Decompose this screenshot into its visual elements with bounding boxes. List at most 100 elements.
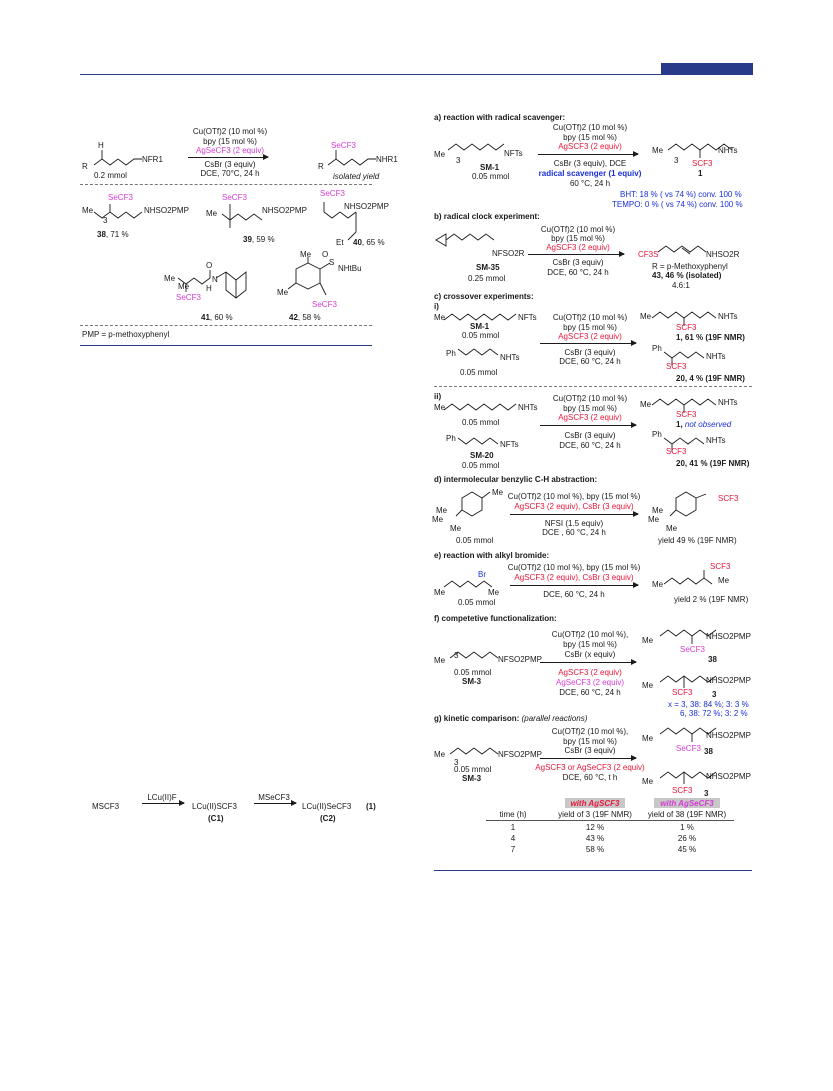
section-a-sm-me: Me (434, 150, 446, 159)
section-c-i-sm2-label: NHTs (500, 353, 520, 362)
section-c-ii-reagent-1: Cu(OTf)2 (10 mol %) (552, 394, 628, 403)
section-c-ii-reagent-3: AgSCF3 (2 equiv) (558, 413, 622, 422)
section-f-reagent-top-2: bpy (15 mol %) (563, 640, 617, 649)
section-e-product-me-2: Me (718, 576, 730, 585)
section-b-sm-structure (435, 233, 495, 247)
right-bottom-rule (434, 870, 752, 871)
section-c-i-p1-me: Me (640, 312, 652, 321)
section-c-ii-sm1-label: NHTs (518, 403, 538, 412)
eq-c2: (C2) (320, 814, 336, 823)
product-39-group: SeCF3 (222, 193, 247, 202)
section-b-r-def: R = p-Methoxyphenyl (652, 262, 728, 271)
section-e-heading: e) reaction with alkyl bromide: (434, 551, 550, 560)
section-f-p2-label: NHSO2PMP (706, 676, 751, 685)
section-c-ii-p1: 1, not observed (676, 420, 731, 429)
section-c-i-sm1-amount: 0.05 mmol (462, 331, 500, 340)
section-f-p1-label: NHSO2PMP (706, 632, 751, 641)
header-rule (80, 74, 753, 75)
table-col-a: yield of 3 (19F NMR) (558, 810, 632, 819)
product-39-id: 39 (243, 235, 252, 244)
section-b-arrow (528, 251, 625, 257)
section-d-reagent-3: NFSI (1.5 equiv) (544, 519, 604, 528)
section-c-i-reagent-3: AgSCF3 (2 equiv) (558, 332, 622, 341)
section-e-product-group: SCF3 (710, 562, 731, 571)
product-42-label: NHtBu (338, 264, 362, 273)
section-a-reagent-4: CsBr (3 equiv), DCE (553, 159, 627, 168)
section-g-arrow (540, 755, 637, 761)
table-row-1-time: 1 (510, 823, 516, 832)
section-g-p2-group: SCF3 (672, 786, 693, 795)
product-42-id: 42 (289, 313, 298, 322)
eq-m3: LCu(II)SeCF3 (302, 802, 352, 811)
section-f-sm-structure (449, 651, 499, 659)
section-a-product-me: Me (652, 146, 664, 155)
left-product-label: NHR1 (376, 155, 398, 164)
product-40-structure (323, 202, 357, 241)
left-reagent-3: AgSeCF3 (2 equiv) (195, 146, 265, 155)
section-f-csbr: CsBr (x equiv) (564, 650, 616, 659)
product-38-caption: 38, 71 % (97, 230, 129, 239)
section-g-sm-id: SM-3 (462, 774, 482, 783)
eq-arrow-2 (254, 800, 297, 806)
section-d-sm-amount: 0.05 mmol (456, 536, 494, 545)
section-c-i-p1: 1, 61 % (19F NMR) (676, 333, 745, 342)
section-e-sm-br: Br (478, 570, 486, 579)
section-c-i-reagent-5: DCE, 60 °C, 24 h (559, 357, 621, 366)
section-d-heading: d) intermolecular benzylic C-H abstracti… (434, 475, 598, 484)
section-g-reagent-top-1: Cu(OTf)2 (10 mol %), (551, 727, 629, 736)
section-g-heading-note: (parallel reactions) (521, 714, 588, 723)
product-38-yield: , 71 % (105, 230, 129, 239)
section-b-product: 43, 46 % (isolated) (652, 271, 722, 280)
header-tab (661, 63, 753, 75)
section-a-bht: BHT: 18 % ( vs 74 %) conv. 100 % (620, 190, 742, 199)
table-row-1-a: 12 % (585, 823, 605, 832)
section-f-p2-structure (659, 675, 717, 688)
product-41-yield: , 60 % (209, 313, 233, 322)
section-a-reagent-1: Cu(OTf)2 (10 mol %) (552, 123, 628, 132)
section-c-ii-sm2-ph: Ph (446, 434, 456, 443)
product-40-group: SeCF3 (320, 189, 345, 198)
section-a-sm-structure (447, 143, 505, 151)
section-b-reagent-2: bpy (15 mol %) (551, 234, 605, 243)
product-38-group: SeCF3 (108, 193, 133, 202)
left-product-structure (327, 150, 376, 166)
left-sm-r: R (82, 162, 88, 171)
section-f-reagent-bot-2: AgSeCF3 (2 equiv) (555, 678, 625, 687)
product-40-caption: 40, 65 % (353, 238, 385, 247)
section-b-product-left: CF3S (638, 250, 659, 259)
product-41-group: SeCF3 (176, 293, 201, 302)
section-b-sm-id: SM-35 (476, 263, 500, 272)
product-42-yield: , 58 % (297, 313, 321, 322)
section-f-sm-id: SM-3 (462, 677, 482, 686)
section-f-sm-label: NFSO2PMP (498, 655, 543, 664)
section-c-i-sm2-amount: 0.05 mmol (460, 368, 498, 377)
section-g-p2-me: Me (642, 777, 654, 786)
section-g-p1-structure (659, 727, 717, 742)
section-b-sm-label: NFSO2R (492, 249, 525, 258)
left-sm-label: NFR1 (142, 155, 163, 164)
section-f-p1-id: 38 (708, 655, 717, 664)
left-product-group: SeCF3 (331, 141, 356, 150)
section-e-reagent-3: DCE, 60 °C, 24 h (543, 590, 605, 599)
section-b-reagent-5: DCE, 60 °C, 24 h (547, 268, 609, 277)
product-38-n: 3 (103, 216, 108, 225)
product-38-structure (93, 204, 143, 219)
left-reagent-5: DCE, 70°C, 24 h (200, 169, 260, 178)
section-c-i-p2-label: NHTs (706, 352, 726, 361)
section-a-reagent-3: AgSCF3 (2 equiv) (558, 142, 622, 151)
product-42-structure (287, 257, 331, 296)
eq-num: (1) (366, 802, 376, 811)
eq-a2: MSeCF3 (258, 793, 290, 802)
product-42-s: S (329, 258, 335, 267)
section-a-sm-n: 3 (456, 156, 461, 165)
section-c-i-sm2-structure (457, 348, 499, 356)
left-reagent-4: CsBr (3 equiv) (204, 160, 256, 169)
section-g-p2-label: NHSO2PMP (706, 772, 751, 781)
section-g-heading: g) kinetic comparison: (434, 714, 520, 723)
section-c-ii-p2-label: NHTs (706, 436, 726, 445)
eq-a1: LCu(II)F (147, 793, 177, 802)
section-c-ii-reagent-5: DCE, 60 °C, 24 h (559, 441, 621, 450)
product-41-h: H (206, 284, 212, 293)
section-a-product-n: 3 (674, 156, 679, 165)
section-a-heading: a) reaction with radical scavenger: (434, 113, 566, 122)
